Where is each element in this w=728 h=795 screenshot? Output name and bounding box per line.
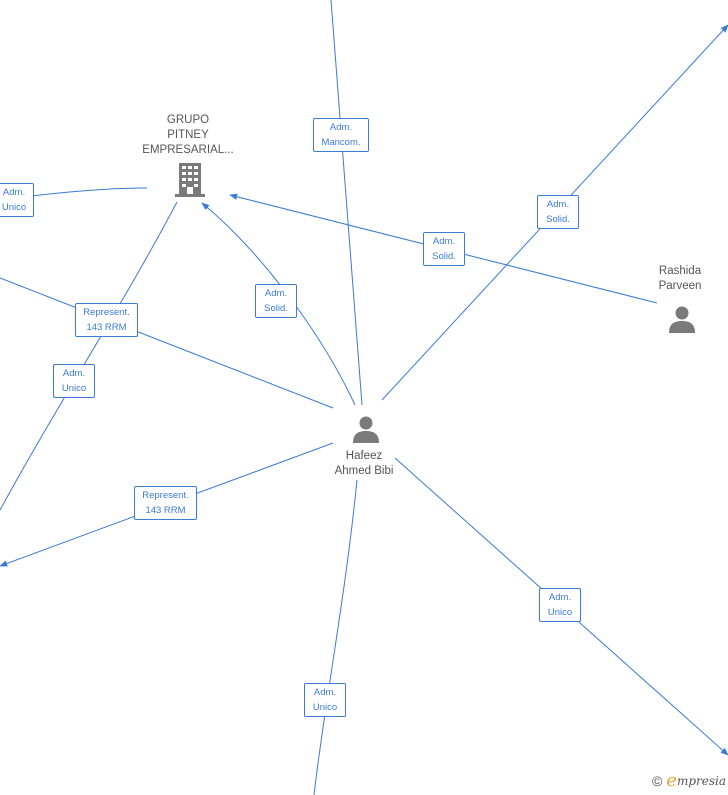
company-name-line-1: GRUPO	[166, 114, 210, 126]
company-name-line-3: EMPRESARIAL...	[142, 144, 234, 156]
brand-initial: e	[666, 770, 677, 791]
edge-label-line: Represent.	[142, 490, 189, 501]
edge-label-line: Unico	[1, 202, 27, 213]
person-icon[interactable]	[668, 305, 696, 333]
hafeez-name-line-2: Ahmed Bibi	[334, 465, 394, 477]
person-icon[interactable]	[352, 415, 380, 443]
edge-label-adm-unico-left-top[interactable]: Adm. Unico	[0, 183, 34, 217]
edge-label-line: Solid.	[264, 303, 288, 314]
edge-label-adm-unico-right-bottom[interactable]: Adm. Unico	[539, 588, 581, 622]
edge-label-line: 143 RRM	[145, 505, 186, 516]
hafeez-name-line-1: Hafeez	[345, 450, 383, 462]
edge-label-adm-solid-company[interactable]: Adm. Solid.	[255, 284, 297, 318]
building-icon[interactable]	[174, 162, 206, 198]
edge-label-line: Represent.	[83, 307, 130, 318]
rashida-name-line-1: Rashida	[658, 265, 702, 277]
edge-label-line: Unico	[312, 702, 338, 713]
edge-label-adm-unico-left-mid[interactable]: Adm. Unico	[53, 364, 95, 398]
edge-label-line: Unico	[547, 607, 573, 618]
edge-label-line: Adm.	[548, 592, 572, 603]
edge-label-represent-lower[interactable]: Represent. 143 RRM	[134, 486, 197, 520]
edge-company-lower-left	[0, 201, 178, 511]
brand-name: mpresia	[676, 773, 726, 788]
edge-label-adm-unico-bottom[interactable]: Adm. Unico	[304, 683, 346, 717]
edge-left-hafeez-upper	[0, 277, 334, 409]
edge-hafeez-bottom	[313, 479, 358, 795]
hafeez-name[interactable]: Hafeez Ahmed Bibi	[314, 449, 414, 479]
edge-label-line: Adm.	[432, 236, 456, 247]
edge-label-line: Solid.	[546, 214, 570, 225]
edge-label-line: Adm.	[264, 288, 288, 299]
edge-label-adm-solid-rashida[interactable]: Adm. Solid.	[423, 232, 465, 266]
edge-label-line: Adm.	[313, 687, 337, 698]
edge-label-line: Adm.	[62, 368, 86, 379]
company-name[interactable]: GRUPO PITNEY EMPRESARIAL...	[128, 113, 248, 158]
edge-label-line: Unico	[61, 383, 87, 394]
copyright-symbol: ©	[651, 772, 663, 789]
company-name-line-2: PITNEY	[167, 129, 209, 141]
edge-label-line: Mancom.	[321, 137, 361, 148]
rashida-name-line-2: Parveen	[658, 280, 702, 292]
edge-label-line: Adm.	[2, 187, 26, 198]
edge-label-line: Adm.	[546, 199, 570, 210]
edge-label-line: Adm.	[329, 122, 353, 133]
edge-label-line: Solid.	[432, 251, 456, 262]
edge-label-represent-upper[interactable]: Represent. 143 RRM	[75, 303, 138, 337]
edge-top-hafeez	[330, 0, 363, 406]
rashida-name[interactable]: Rashida Parveen	[630, 264, 728, 294]
empresia-logo: © e mpresia	[652, 770, 726, 791]
edge-label-adm-solid-right-top[interactable]: Adm. Solid.	[537, 195, 579, 229]
edge-label-adm-mancom[interactable]: Adm. Mancom.	[313, 118, 369, 152]
edge-label-line: 143 RRM	[86, 322, 127, 333]
